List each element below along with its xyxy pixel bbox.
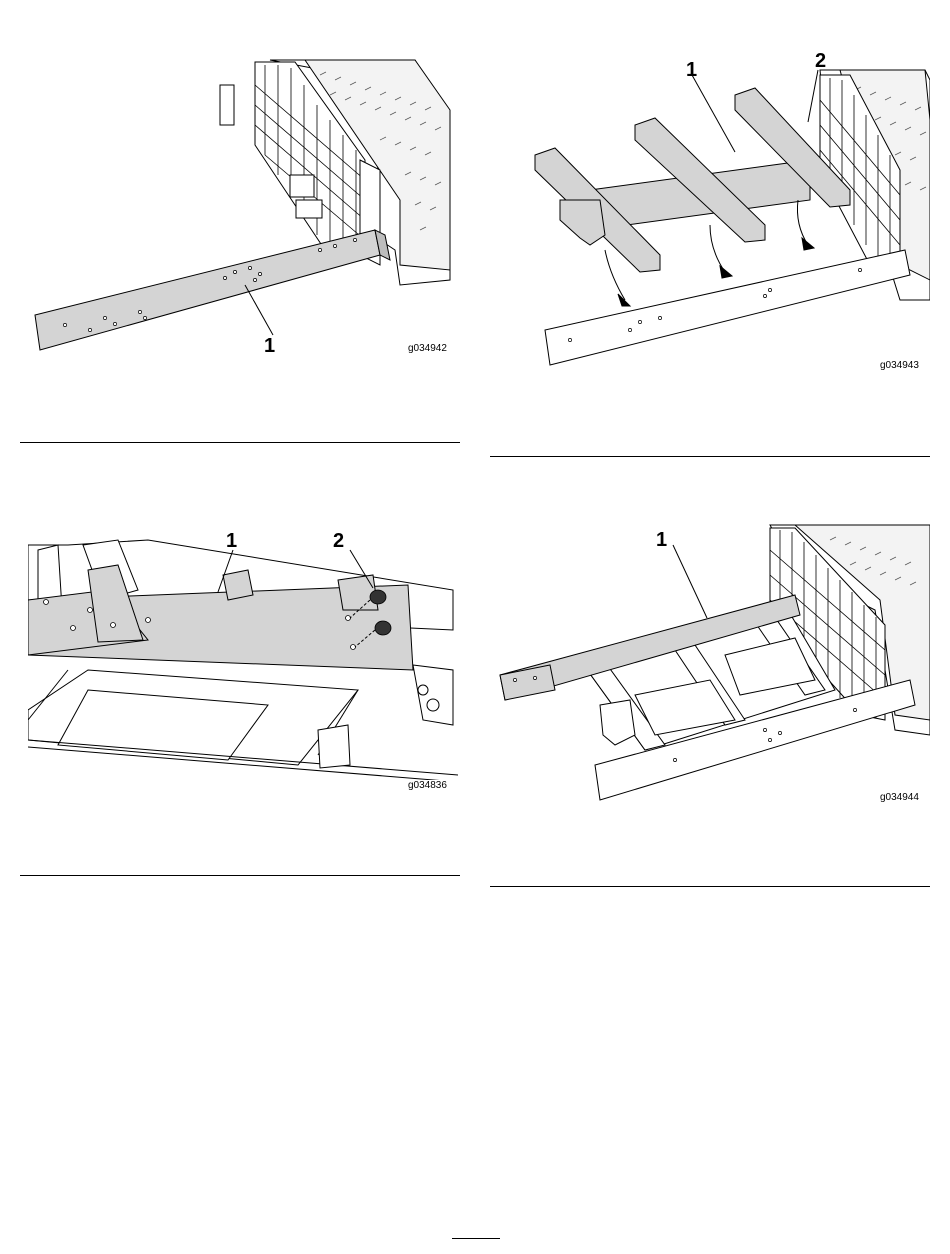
callout-1: 1 [226, 531, 237, 551]
figure-divider [490, 886, 930, 887]
page-footer-rule [452, 1238, 500, 1239]
figure-divider [490, 456, 930, 457]
figure-g034836-illustration [28, 530, 458, 780]
figure-g034942 [20, 50, 460, 370]
figure-code: g034836 [408, 780, 447, 791]
figure-g034944-illustration [495, 520, 930, 805]
figure-g034943 [530, 60, 930, 370]
figure-g034942-illustration [20, 50, 460, 370]
figure-divider [20, 442, 460, 443]
callout-1: 1 [264, 336, 275, 356]
figure-code: g034944 [880, 792, 919, 803]
figure-code: g034942 [408, 343, 447, 354]
figure-g034836 [28, 530, 458, 780]
callout-1: 1 [656, 530, 667, 550]
figure-g034944 [495, 520, 930, 805]
callout-2: 2 [333, 531, 344, 551]
callout-2: 2 [815, 51, 826, 71]
callout-1: 1 [686, 60, 697, 80]
figure-g034943-illustration [530, 60, 930, 370]
figure-code: g034943 [880, 360, 919, 371]
figure-divider [20, 875, 460, 876]
